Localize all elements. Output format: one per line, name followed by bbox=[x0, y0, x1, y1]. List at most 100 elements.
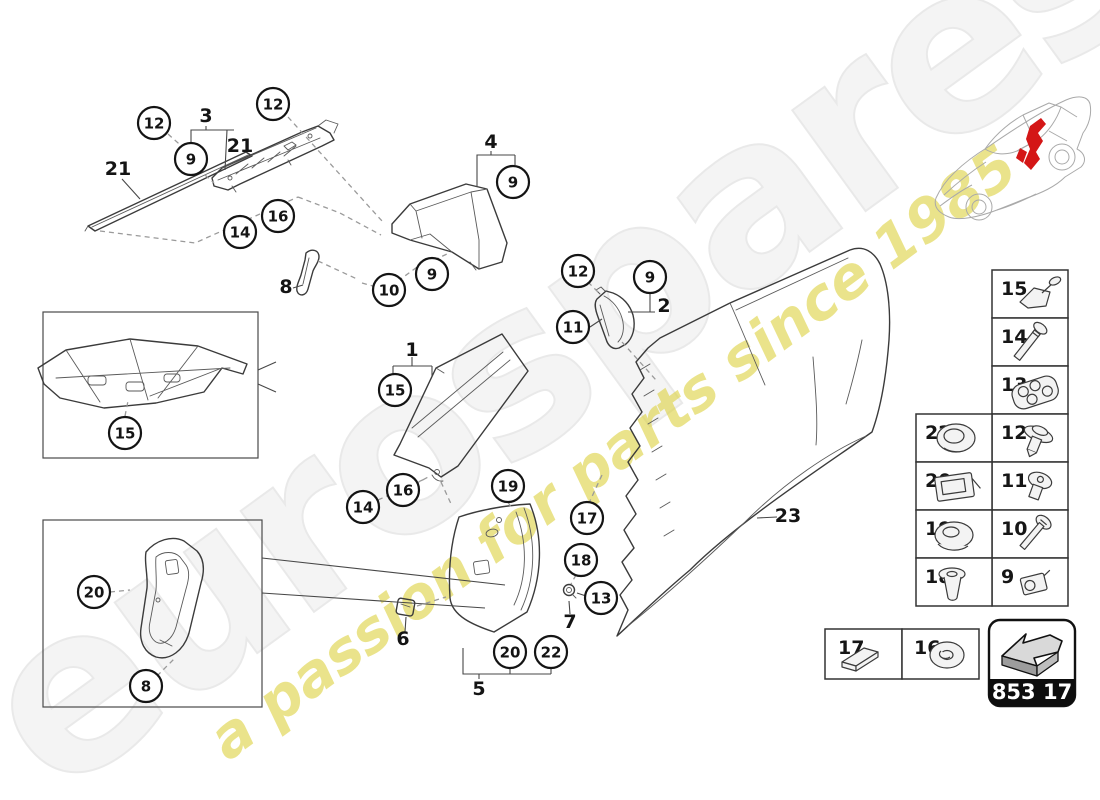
legend-cell-17[interactable]: 17 bbox=[824, 628, 903, 680]
car-rear-wheel-hub bbox=[1054, 149, 1070, 165]
part-rail-assembly-3 bbox=[211, 119, 339, 193]
callout-15[interactable]: 15 bbox=[107, 415, 143, 451]
part-label-7[interactable]: 7 bbox=[563, 611, 576, 633]
legend-cell-16[interactable]: 16 bbox=[901, 628, 980, 680]
trim-clip-icon bbox=[1019, 276, 1062, 309]
svg-text:12: 12 bbox=[568, 263, 589, 281]
svg-text:16: 16 bbox=[268, 208, 289, 226]
part-quarter-panel-23 bbox=[616, 247, 891, 637]
part-label-8[interactable]: 8 bbox=[279, 276, 292, 298]
trim-grommet-icon bbox=[936, 423, 976, 453]
blind-rivet-icon bbox=[1027, 471, 1053, 501]
legend-cell-14[interactable]: 14 bbox=[991, 317, 1069, 367]
part-label-4[interactable]: 4 bbox=[484, 131, 497, 153]
callout-17[interactable]: 17 bbox=[569, 500, 605, 536]
part-label-1[interactable]: 1 bbox=[405, 339, 418, 361]
part-label-21b[interactable]: 21 bbox=[105, 158, 131, 180]
callout-13[interactable]: 13 bbox=[583, 580, 619, 616]
svg-text:14: 14 bbox=[230, 224, 251, 242]
part-sill-cover-4 bbox=[391, 183, 508, 271]
legend-cell-9[interactable]: 9 bbox=[991, 557, 1069, 607]
legend-cell-12[interactable]: 12 bbox=[991, 413, 1069, 463]
part-trim-strip-21 bbox=[84, 151, 253, 232]
callout-19[interactable]: 19 bbox=[490, 468, 526, 504]
legend-cell-18[interactable]: 18 bbox=[915, 557, 993, 607]
svg-text:19: 19 bbox=[498, 478, 519, 496]
legend-cell-15[interactable]: 15 bbox=[991, 269, 1069, 319]
legend-cell-22[interactable]: 22 bbox=[915, 413, 993, 463]
svg-text:11: 11 bbox=[1001, 470, 1027, 492]
car-glasshouse bbox=[984, 102, 1062, 155]
legend-cell-20[interactable]: 20 bbox=[915, 461, 993, 511]
callout-11[interactable]: 11 bbox=[555, 309, 591, 345]
part-label-5[interactable]: 5 bbox=[472, 678, 485, 700]
part-side-panel-1 bbox=[393, 333, 529, 482]
part-screw-7 bbox=[562, 583, 577, 599]
svg-text:22: 22 bbox=[541, 644, 562, 662]
svg-text:16: 16 bbox=[393, 482, 414, 500]
callout-14[interactable]: 14 bbox=[345, 489, 381, 525]
callout-10[interactable]: 10 bbox=[371, 272, 407, 308]
svg-text:20: 20 bbox=[84, 584, 105, 602]
svg-text:9: 9 bbox=[645, 269, 655, 287]
callout-8[interactable]: 8 bbox=[128, 668, 164, 704]
svg-text:12: 12 bbox=[263, 96, 284, 114]
legend-cell-13[interactable]: 13 bbox=[991, 365, 1069, 415]
exploded-diagram bbox=[37, 116, 891, 708]
callout-15[interactable]: 15 bbox=[377, 372, 413, 408]
callout-12[interactable]: 12 bbox=[560, 253, 596, 289]
svg-text:10: 10 bbox=[1001, 518, 1027, 540]
svg-text:17: 17 bbox=[577, 510, 598, 528]
car-front-wheel-hub bbox=[971, 199, 987, 215]
car-body-outline bbox=[934, 96, 1092, 220]
svg-text:11: 11 bbox=[563, 319, 584, 337]
push-rivet-icon bbox=[1023, 425, 1054, 458]
part-label-23[interactable]: 23 bbox=[775, 505, 801, 527]
callout-16[interactable]: 16 bbox=[260, 198, 296, 234]
clip-nut-icon bbox=[1019, 569, 1051, 596]
grommet-icon bbox=[934, 521, 974, 551]
part-labels: 3 21 21 8 4 2 1 23 6 7 5 bbox=[105, 105, 801, 700]
svg-text:15: 15 bbox=[115, 425, 136, 443]
svg-text:12: 12 bbox=[1001, 422, 1027, 444]
inset-box-inner-panel bbox=[37, 311, 277, 459]
part-code-badge[interactable]: 853 17 bbox=[987, 618, 1077, 708]
callout-9[interactable]: 9 bbox=[632, 259, 668, 295]
callout-9[interactable]: 9 bbox=[414, 256, 450, 292]
tapping-screw-icon bbox=[1019, 514, 1052, 551]
legend-cell-19[interactable]: 19 bbox=[915, 509, 993, 559]
wedge-block-icon bbox=[841, 647, 879, 672]
svg-text:12: 12 bbox=[144, 115, 165, 133]
callout-16[interactable]: 16 bbox=[385, 472, 421, 508]
callout-20[interactable]: 20 bbox=[492, 634, 528, 670]
callout-14[interactable]: 14 bbox=[222, 214, 258, 250]
svg-text:9: 9 bbox=[427, 266, 437, 284]
part-label-6[interactable]: 6 bbox=[396, 628, 409, 650]
svg-text:9: 9 bbox=[508, 174, 518, 192]
car-location-thumbnail bbox=[934, 96, 1092, 221]
callout-9[interactable]: 9 bbox=[495, 164, 531, 200]
callout-22[interactable]: 22 bbox=[533, 634, 569, 670]
legend-cell-10[interactable]: 10 bbox=[991, 509, 1069, 559]
part-label-21[interactable]: 21 bbox=[227, 135, 253, 157]
shoulder-screw-icon bbox=[1013, 321, 1048, 361]
svg-text:8: 8 bbox=[141, 678, 151, 696]
part-clip-6 bbox=[395, 597, 416, 617]
part-bracket-8 bbox=[296, 249, 320, 296]
part-label-2[interactable]: 2 bbox=[657, 295, 670, 317]
callout-20[interactable]: 20 bbox=[76, 574, 112, 610]
svg-text:14: 14 bbox=[353, 499, 374, 517]
washer-disc-icon bbox=[929, 641, 965, 669]
section-arrow-icon bbox=[1001, 633, 1063, 677]
part-label-3[interactable]: 3 bbox=[199, 105, 212, 127]
svg-text:9: 9 bbox=[186, 151, 196, 169]
part-lower-liner-5 bbox=[448, 503, 541, 633]
spacer-gasket-icon bbox=[1011, 375, 1059, 410]
car-front-wheel bbox=[965, 193, 993, 221]
svg-text:14: 14 bbox=[1001, 326, 1027, 348]
callout-12[interactable]: 12 bbox=[136, 105, 172, 141]
callout-9[interactable]: 9 bbox=[173, 141, 209, 177]
callout-12[interactable]: 12 bbox=[255, 86, 291, 122]
legend-cell-11[interactable]: 11 bbox=[991, 461, 1069, 511]
callout-18[interactable]: 18 bbox=[563, 542, 599, 578]
